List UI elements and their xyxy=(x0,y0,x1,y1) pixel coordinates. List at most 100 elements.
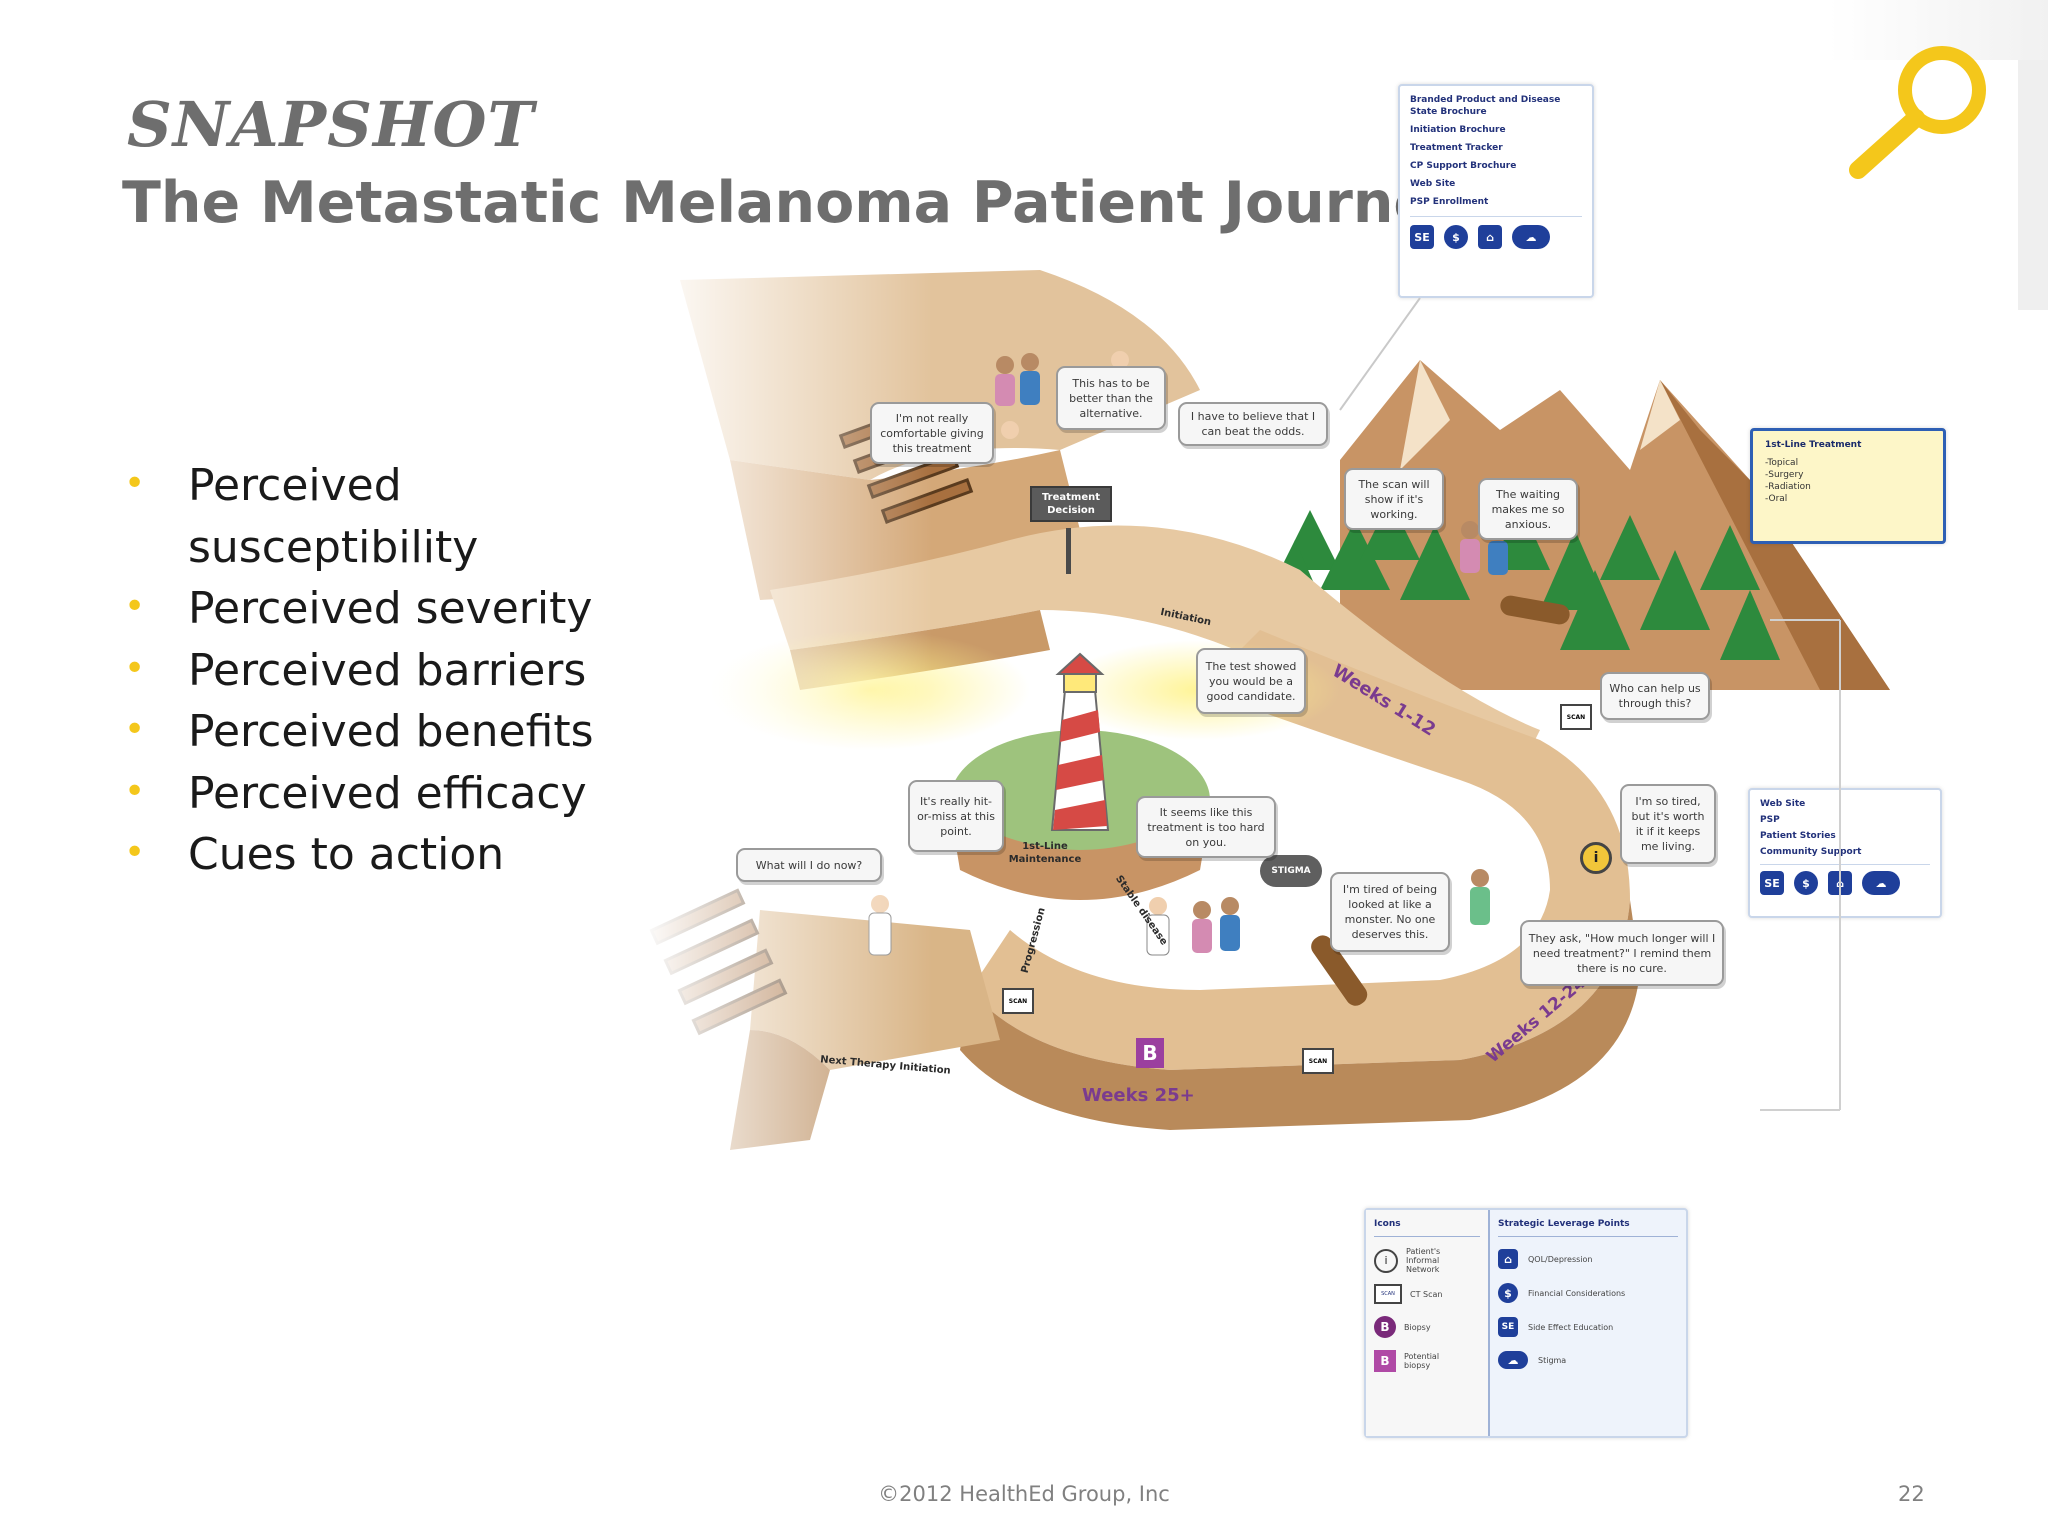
speech-bubble: The scan will show if it's working. xyxy=(1344,468,1444,530)
bullet-dot: • xyxy=(124,586,146,627)
scan-icon: SCAN xyxy=(1302,1048,1334,1074)
bullet-text: Perceived susceptibility xyxy=(188,460,479,573)
legend-leverage-header: Strategic Leverage Points xyxy=(1498,1218,1678,1237)
bullet-text: Perceived severity xyxy=(188,583,593,634)
home-icon: ⌂ xyxy=(1498,1249,1518,1269)
bullet-item: • Perceived severity xyxy=(122,578,642,640)
legend-label: QOL/Depression xyxy=(1528,1254,1593,1264)
first-line-treatment-panel: 1st-Line Treatment -Topical -Surgery -Ra… xyxy=(1750,428,1946,544)
bullet-item: • Perceived barriers xyxy=(122,640,642,702)
stigma-cloud: STIGMA xyxy=(1260,855,1322,887)
legend-panel: Icons i Patient's Informal Network SCAN … xyxy=(1364,1208,1688,1438)
side-effect-education-icon: SE xyxy=(1498,1317,1518,1337)
panel-item: -Topical xyxy=(1765,458,1799,468)
informal-network-icon: i xyxy=(1374,1248,1398,1273)
resource-panel-right: Web Site PSP Patient Stories Community S… xyxy=(1748,788,1942,918)
panel-item: Web Site xyxy=(1760,799,1806,809)
panel-title: 1st-Line Treatment xyxy=(1765,440,1862,450)
legend-row: SCAN CT Scan xyxy=(1374,1284,1480,1304)
bullet-item: • Cues to action xyxy=(122,824,642,886)
footer-copyright: ©2012 HealthEd Group, Inc xyxy=(878,1482,1170,1506)
legend-row: ☁ Stigma xyxy=(1498,1351,1678,1369)
legend-icons-column: Icons i Patient's Informal Network SCAN … xyxy=(1366,1210,1490,1436)
panel-item: Web Site xyxy=(1410,179,1456,189)
panel-item: Initiation Brochure xyxy=(1410,125,1506,135)
page-number: 22 xyxy=(1898,1482,1925,1506)
panel-item: -Radiation xyxy=(1765,482,1811,492)
legend-label: Financial Considerations xyxy=(1528,1288,1626,1298)
magnifying-glass-icon xyxy=(1849,46,1986,179)
treatment-decision-post xyxy=(1066,528,1071,574)
stigma-icon: ☁ xyxy=(1512,225,1550,249)
speech-bubble: The test showed you would be a good cand… xyxy=(1196,648,1306,714)
home-icon: ⌂ xyxy=(1478,225,1502,249)
legend-leverage-column: Strategic Leverage Points ⌂ QOL/Depressi… xyxy=(1490,1210,1686,1436)
speech-bubble: Who can help us through this? xyxy=(1600,672,1710,720)
biopsy-badge-label: B xyxy=(1142,1041,1158,1065)
panel-item: CP Support Brochure xyxy=(1410,161,1517,171)
bullet-dot: • xyxy=(124,463,146,504)
speech-bubble: They ask, "How much longer will I need t… xyxy=(1520,920,1724,986)
slide-kicker: SNAPSHOT xyxy=(127,88,535,161)
resource-panel-top: Branded Product and Disease State Brochu… xyxy=(1398,84,1594,298)
bullet-item: • Perceived susceptibility xyxy=(122,455,642,578)
bullet-dot: • xyxy=(124,832,146,873)
stigma-icon: ☁ xyxy=(1862,871,1900,895)
scan-icon: SCAN xyxy=(1002,988,1034,1014)
legend-row: B Biopsy xyxy=(1374,1316,1480,1338)
bullet-text: Perceived barriers xyxy=(188,644,587,696)
biopsy-badge: B xyxy=(1136,1038,1164,1068)
slide-title: The Metastatic Melanoma Patient Journey xyxy=(122,170,1470,236)
financial-icon: $ xyxy=(1444,225,1468,249)
connector-lines xyxy=(1339,297,1841,1111)
bullet-text: Perceived efficacy xyxy=(188,767,587,819)
speech-bubble: I'm not really comfortable giving this t… xyxy=(870,402,994,464)
panel-item: Community Support xyxy=(1760,847,1862,857)
stigma-label: STIGMA xyxy=(1271,866,1311,876)
panel-item: Treatment Tracker xyxy=(1410,143,1503,153)
panel-item: PSP Enrollment xyxy=(1410,197,1489,207)
info-icon: i xyxy=(1580,842,1612,874)
weeks-25-label: Weeks 25+ xyxy=(1082,1085,1195,1106)
panel-item: -Surgery xyxy=(1765,470,1804,480)
legend-icons-header: Icons xyxy=(1374,1218,1480,1237)
legend-row: ⌂ QOL/Depression xyxy=(1498,1249,1678,1269)
biopsy-icon: B xyxy=(1374,1316,1396,1338)
bullet-list: • Perceived susceptibility • Perceived sev… xyxy=(122,455,642,886)
panel-item: PSP xyxy=(1760,815,1780,825)
legend-label: CT Scan xyxy=(1410,1289,1443,1299)
legend-label: Side Effect Education xyxy=(1528,1322,1614,1332)
panel-item: -Oral xyxy=(1765,494,1788,504)
ct-scan-icon: SCAN xyxy=(1374,1284,1402,1304)
panel-icon-row: SE $ ⌂ ☁ xyxy=(1410,216,1582,249)
speech-bubble: This has to be better than the alternati… xyxy=(1056,366,1166,430)
financial-icon: $ xyxy=(1498,1283,1518,1303)
bullet-dot: • xyxy=(124,647,146,689)
legend-row: SE Side Effect Education xyxy=(1498,1317,1678,1337)
bullet-text: Cues to action xyxy=(188,829,505,880)
legend-label: Biopsy xyxy=(1404,1322,1431,1332)
potential-biopsy-icon: B xyxy=(1374,1350,1396,1372)
side-effect-education-icon: SE xyxy=(1410,225,1434,249)
legend-row: B Potential biopsy xyxy=(1374,1350,1480,1372)
speech-bubble: It's really hit-or-miss at this point. xyxy=(908,780,1004,852)
bullet-item: •Perceived efficacy xyxy=(122,763,642,825)
panel-item: Branded Product and Disease State Brochu… xyxy=(1410,95,1561,117)
panel-item: Patient Stories xyxy=(1760,831,1836,841)
side-effect-education-icon: SE xyxy=(1760,871,1784,895)
maintenance-label: 1st-Line Maintenance xyxy=(1008,841,1082,865)
speech-bubble: It seems like this treatment is too hard… xyxy=(1136,796,1276,858)
stigma-icon: ☁ xyxy=(1498,1351,1528,1369)
speech-bubble: I'm so tired, but it's worth it if it ke… xyxy=(1620,784,1716,864)
legend-label: Patient's Informal Network xyxy=(1406,1247,1441,1274)
speech-bubble: I'm tired of being looked at like a mons… xyxy=(1330,872,1450,952)
bullet-text: Perceived benefits xyxy=(188,706,594,757)
legend-row: $ Financial Considerations xyxy=(1498,1283,1678,1303)
treatment-decision-sign: Treatment Decision xyxy=(1030,486,1112,522)
legend-label: Potential biopsy xyxy=(1404,1352,1440,1370)
legend-label: Stigma xyxy=(1538,1355,1567,1365)
speech-bubble: The waiting makes me so anxious. xyxy=(1478,478,1578,540)
speech-bubble: What will I do now? xyxy=(736,848,882,882)
speech-bubble: I have to believe that I can beat the od… xyxy=(1178,402,1328,446)
legend-row: i Patient's Informal Network xyxy=(1374,1247,1480,1274)
